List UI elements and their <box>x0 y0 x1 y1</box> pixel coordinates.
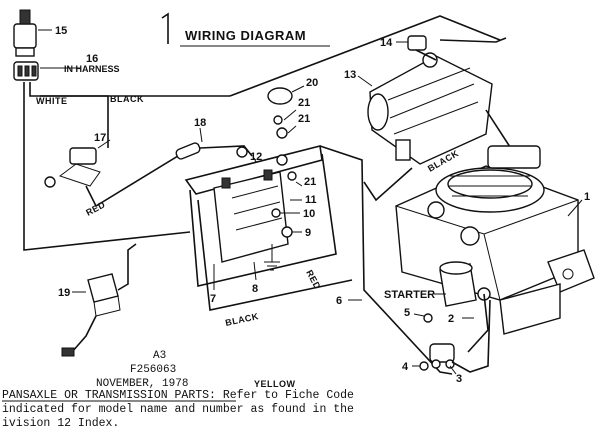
ref-date: NOVEMBER, 1978 <box>96 378 188 390</box>
black-wire-bottom <box>197 199 353 311</box>
callout-8: 8 <box>252 283 258 295</box>
battery-terminal-left <box>236 146 248 158</box>
callout-21a: 21 <box>298 97 310 109</box>
label-black-top: BLACK <box>110 94 144 104</box>
callout-17: 17 <box>94 132 106 144</box>
starter-solenoid <box>429 343 455 369</box>
callout-21b: 21 <box>298 113 310 125</box>
label-black-bottom: BLACK <box>224 311 259 328</box>
safety-switch <box>44 147 101 188</box>
callout-6: 6 <box>336 295 342 307</box>
motor-lead <box>415 49 437 61</box>
cable-to-engine <box>363 167 413 202</box>
callout-20: 20 <box>306 77 318 89</box>
ref-part-number: F256063 <box>130 364 176 376</box>
note-line-1: PANSAXLE OR TRANSMISSION PARTS: Refer to… <box>2 389 354 402</box>
black-wire-right <box>485 109 513 151</box>
battery <box>213 169 289 263</box>
callout-14: 14 <box>380 37 393 49</box>
callout-3: 3 <box>456 373 462 385</box>
yellow-wire <box>451 299 491 373</box>
ground-symbol <box>264 244 280 271</box>
battery-tray-top <box>184 145 323 195</box>
label-red-mid: RED <box>304 268 322 291</box>
inline-fuse-holder <box>175 142 201 160</box>
note-line-2: indicated for model name and number as f… <box>2 403 354 416</box>
nut-4 <box>419 361 429 371</box>
callout-18: 18 <box>194 117 206 129</box>
red-wire-starter <box>319 145 453 375</box>
callout-12: 12 <box>250 151 262 163</box>
terminal-bolt <box>287 171 297 181</box>
terminal-washer <box>273 115 283 125</box>
electric-motor-assembly <box>367 52 493 165</box>
bolt-5 <box>423 313 433 323</box>
battery-tray <box>189 153 337 287</box>
battery-charger <box>61 243 137 357</box>
callout-9: 9 <box>305 227 311 239</box>
label-yellow: YELLOW <box>254 379 296 389</box>
note-line-3: ivision 12 Index. <box>2 417 119 430</box>
battery-terminal-right <box>276 154 288 166</box>
label-in-harness: IN HARNESS <box>64 64 120 74</box>
ground-lead <box>439 37 507 43</box>
diagram-title: WIRING DIAGRAM <box>185 28 306 43</box>
harness-connector <box>13 61 39 81</box>
callout-16: 16 <box>86 53 98 65</box>
terminal-cap <box>267 87 293 105</box>
callout-7: 7 <box>210 293 216 305</box>
callout-15: 15 <box>55 25 67 37</box>
callout-4: 4 <box>402 361 409 373</box>
nut-10 <box>271 208 281 218</box>
ignition-key-switch <box>13 9 37 57</box>
harness-trunk <box>23 82 191 251</box>
callout-2: 2 <box>448 313 454 325</box>
callout-19: 19 <box>58 287 70 299</box>
bolt-9 <box>281 226 293 238</box>
engine <box>395 145 595 335</box>
terminal-nut <box>276 127 288 139</box>
callout-11: 11 <box>305 194 317 206</box>
callout-21c: 21 <box>304 176 316 188</box>
black-wire-top <box>229 15 501 97</box>
callout-5: 5 <box>404 307 410 319</box>
wire-stub-top <box>161 12 169 44</box>
starter-motor <box>439 261 491 307</box>
terminal-boot <box>407 35 427 51</box>
callout-10: 10 <box>303 208 315 220</box>
label-starter: STARTER <box>384 289 435 301</box>
fuse-to-battery-wire <box>199 145 253 157</box>
label-red-left: RED <box>84 199 107 217</box>
starter-cable <box>467 293 489 353</box>
label-white: WHITE <box>36 96 68 106</box>
callout-13: 13 <box>344 69 356 81</box>
callout-1: 1 <box>584 191 590 203</box>
ref-code: A3 <box>153 350 166 362</box>
